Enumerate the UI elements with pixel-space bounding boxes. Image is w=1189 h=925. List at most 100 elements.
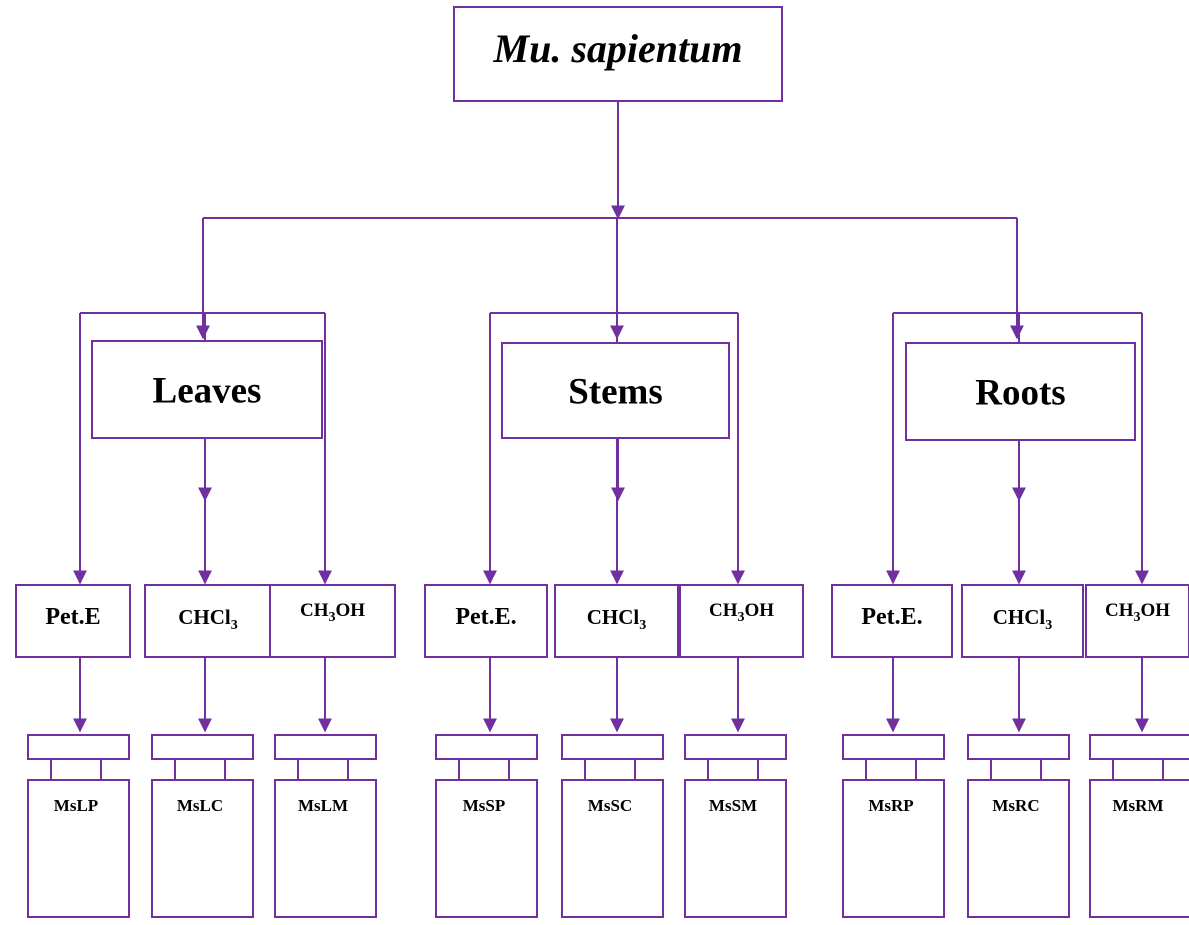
solvent-subscript: 3 — [639, 618, 646, 633]
solvent-box — [679, 584, 804, 658]
solvent-tail: OH — [1140, 600, 1170, 621]
solvent-label: CHCl3 — [587, 605, 647, 633]
solvent-label: Pet.E. — [455, 604, 516, 630]
solvent-node: CH3OH — [269, 584, 396, 658]
solvent-box — [15, 584, 131, 658]
bottle-body — [151, 779, 254, 918]
bottle-body — [561, 779, 664, 918]
root-node: Mu. sapientum — [453, 6, 783, 102]
solvent-tail: OH — [335, 600, 365, 621]
bottle: MsLC — [151, 734, 254, 918]
bottle-body — [842, 779, 945, 918]
root-box — [453, 6, 783, 102]
bottle-neck — [584, 758, 636, 781]
bottle-cap — [274, 734, 377, 760]
bottle-neck — [1112, 758, 1164, 781]
bottle-neck — [707, 758, 759, 781]
bottle-body — [435, 779, 538, 918]
solvent-main: Pet.E. — [455, 604, 516, 630]
solvent-node: CH3OH — [679, 584, 804, 658]
bottle-cap — [684, 734, 787, 760]
solvent-main: CH — [709, 600, 738, 621]
bottle-body — [967, 779, 1070, 918]
bottle: MsSP — [435, 734, 538, 918]
solvent-node: CHCl3 — [144, 584, 272, 658]
solvent-box — [961, 584, 1084, 658]
bottle-neck — [865, 758, 917, 781]
bottle-neck — [297, 758, 349, 781]
extract-code: MsLP — [54, 796, 98, 815]
solvent-main: Pet.E — [45, 604, 100, 630]
solvent-main: Pet.E. — [861, 604, 922, 630]
bottle-cap — [967, 734, 1070, 760]
bottle-cap — [435, 734, 538, 760]
bottle: MsSC — [561, 734, 664, 918]
bottle-neck — [458, 758, 510, 781]
solvent-main: CHCl — [178, 605, 231, 629]
solvent-subscript: 3 — [231, 618, 238, 633]
bottle: MsRM — [1089, 734, 1189, 918]
solvent-node: Pet.E. — [424, 584, 548, 658]
solvent-tail: OH — [744, 600, 774, 621]
extract-code: MsSM — [709, 796, 757, 815]
solvent-label: CHCl3 — [178, 605, 238, 633]
part-label: Roots — [975, 373, 1065, 414]
solvent-subscript: 3 — [328, 610, 335, 625]
extract-code: MsSC — [588, 796, 632, 815]
part-label: Stems — [568, 372, 663, 413]
extract-code: MsLC — [177, 796, 223, 815]
solvent-label: CH3OH — [300, 600, 365, 625]
solvent-label: CH3OH — [1105, 600, 1170, 625]
extract-code: MsSP — [463, 796, 506, 815]
bottle-cap — [1089, 734, 1189, 760]
extract-code: MsRC — [992, 796, 1039, 815]
bottle: MsRC — [967, 734, 1070, 918]
bottle-body — [27, 779, 130, 918]
solvent-box — [554, 584, 679, 658]
bottle-body — [684, 779, 787, 918]
solvent-main: CHCl — [587, 605, 640, 629]
solvent-node: CH3OH — [1085, 584, 1189, 658]
solvent-label: CH3OH — [709, 600, 774, 625]
bottle-cap — [842, 734, 945, 760]
part-label: Leaves — [153, 371, 262, 412]
solvent-box — [144, 584, 272, 658]
extract-code: MsRM — [1113, 796, 1164, 815]
part-box — [905, 342, 1136, 441]
bottle-neck — [174, 758, 226, 781]
solvent-subscript: 3 — [1045, 618, 1052, 633]
solvent-box — [1085, 584, 1189, 658]
bottle-neck — [990, 758, 1042, 781]
solvent-subscript: 3 — [1133, 610, 1140, 625]
bottle-body — [274, 779, 377, 918]
nodes: LeavesPet.EMsLPCHCl3MsLCCH3OHMsLMStemsPe… — [15, 340, 1189, 918]
bottle: MsLP — [27, 734, 130, 918]
extract-code: MsRP — [868, 796, 913, 815]
bottle-cap — [561, 734, 664, 760]
bottle-neck — [50, 758, 102, 781]
solvent-label: Pet.E. — [861, 604, 922, 630]
bottle: MsSM — [684, 734, 787, 918]
solvent-node: CHCl3 — [961, 584, 1084, 658]
solvent-main: CH — [1105, 600, 1134, 621]
solvent-node: Pet.E. — [831, 584, 953, 658]
solvent-label: Pet.E — [45, 604, 100, 630]
bottle-cap — [151, 734, 254, 760]
solvent-box — [831, 584, 953, 658]
bottle: MsRP — [842, 734, 945, 918]
bottle-body — [1089, 779, 1189, 918]
part-box — [91, 340, 323, 439]
solvent-node: CHCl3 — [554, 584, 679, 658]
part-box — [501, 342, 730, 439]
bottle-cap — [27, 734, 130, 760]
solvent-subscript: 3 — [737, 610, 744, 625]
extract-code: MsLM — [298, 796, 348, 815]
solvent-main: CHCl — [993, 605, 1046, 629]
solvent-box — [424, 584, 548, 658]
root-label: Mu. sapientum — [493, 26, 743, 71]
bottle: MsLM — [274, 734, 377, 918]
